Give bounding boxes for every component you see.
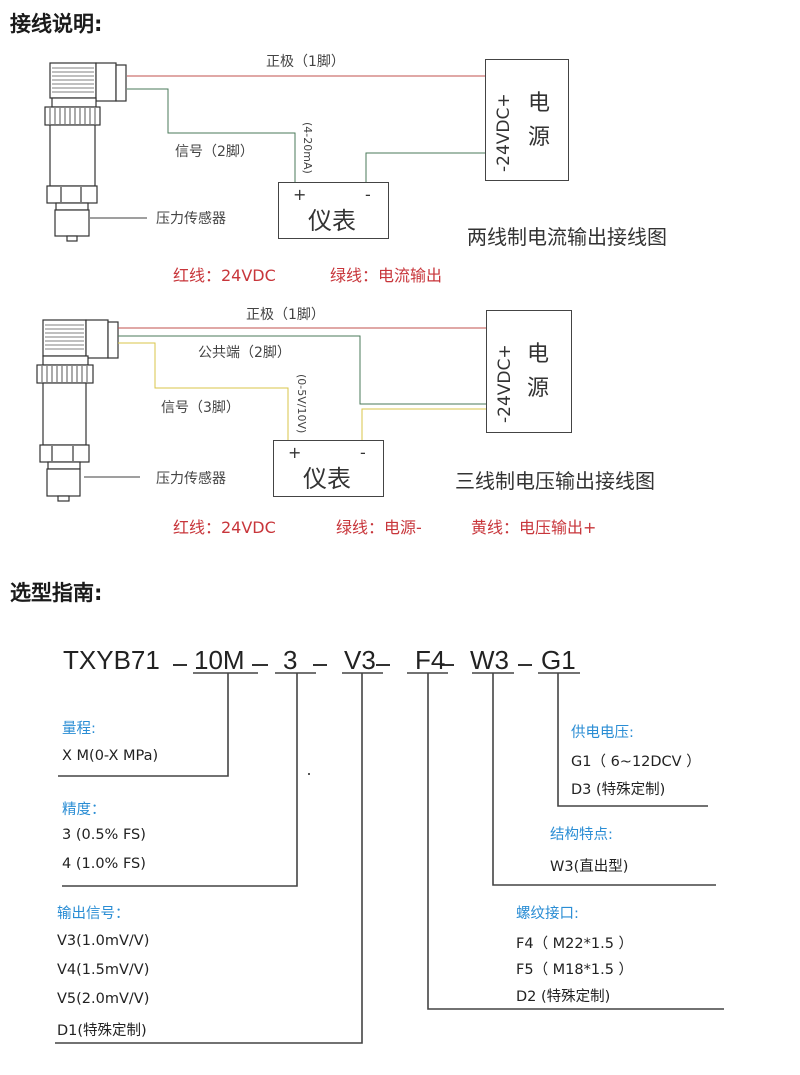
legend-red: 红线：24VDC <box>173 266 276 285</box>
leader-range <box>58 673 229 777</box>
supply-title: 供电电压: <box>571 725 634 741</box>
thread-option: F5（ M18*1.5 ） <box>516 962 634 978</box>
yellow-wire-return <box>361 408 487 440</box>
output-option: V3(1.0mV/V) <box>57 933 150 949</box>
segment-output: V3 <box>344 645 376 675</box>
power-label-1: 电 <box>528 91 551 116</box>
pressure-sensor-icon-2 <box>36 319 119 502</box>
supply-option: G1（ 6~12DCV ） <box>571 754 701 770</box>
pin2-label: 信号（2脚） <box>175 144 254 160</box>
green-wire-2 <box>118 335 487 405</box>
thread-title: 螺纹接口: <box>516 906 579 922</box>
power-label-2b: 源 <box>527 376 550 401</box>
segment-structure: W3 <box>470 645 509 675</box>
meter-box-2: + - 仪表 <box>273 440 384 497</box>
pin1-label-2: 正极（1脚） <box>246 307 325 323</box>
segment-range: 10M <box>194 645 245 675</box>
power-label-2a: 电 <box>527 342 550 367</box>
range-option: X M(0-X MPa) <box>62 748 159 764</box>
model-prefix: TXYB71 <box>63 645 160 675</box>
meter-minus: - <box>365 185 371 204</box>
structure-title: 结构特点: <box>550 827 613 843</box>
green-wire-signal <box>127 88 296 182</box>
range-title: 量程: <box>62 721 96 737</box>
pin2-label-2: 公共端（2脚） <box>198 345 291 361</box>
output-option: V4(1.5mV/V) <box>57 962 150 978</box>
leader-output <box>55 673 363 1044</box>
two-wire-caption: 两线制电流输出接线图 <box>467 225 667 249</box>
green-wire-return <box>365 152 487 182</box>
accuracy-option: 3 (0.5% FS) <box>62 827 146 843</box>
yellow-wire-signal <box>118 342 289 440</box>
meter-label: 仪表 <box>308 207 356 235</box>
legend-green-2: 绿线：电源- <box>336 518 422 537</box>
output-title: 输出信号： <box>57 906 130 922</box>
meter-box: + - 仪表 <box>278 182 389 239</box>
thread-option: D2 (特殊定制) <box>516 989 611 1005</box>
structure-option: W3(直出型) <box>550 859 629 875</box>
power-label-2: 源 <box>528 125 551 150</box>
output-option: D1(特殊定制) <box>57 1023 147 1039</box>
meter-plus-2: + <box>288 443 302 462</box>
leader-thread <box>427 673 724 1010</box>
three-wire-caption: 三线制电压输出接线图 <box>455 469 655 493</box>
supply-option: D3 (特殊定制) <box>571 782 666 798</box>
leader-accuracy <box>62 673 298 887</box>
accuracy-title: 精度： <box>62 802 106 818</box>
meter-plus: + <box>293 185 307 204</box>
segment-supply: G1 <box>541 645 576 675</box>
legend-red-2: 红线：24VDC <box>173 518 276 537</box>
thread-option: F4（ M22*1.5 ） <box>516 936 634 952</box>
power-supply-box: -24VDC+ 电 源 <box>485 59 569 181</box>
wiring-heading: 接线说明: <box>10 12 103 36</box>
sensor-label: 压力传感器 <box>156 211 226 227</box>
pressure-sensor-icon <box>44 62 127 242</box>
leader-supply <box>557 673 708 807</box>
legend-green: 绿线：电流输出 <box>330 266 443 285</box>
leader-structure <box>492 673 716 886</box>
selection-heading: 选型指南: <box>10 581 103 605</box>
segment-thread: F4 <box>415 645 446 675</box>
pin1-label: 正极（1脚） <box>266 54 345 70</box>
power-supply-box-2: -24VDC+ 电 源 <box>486 310 572 433</box>
accuracy-option: 4 (1.0% FS) <box>62 856 146 872</box>
meter-label-2: 仪表 <box>303 465 351 493</box>
sensor-label-2: 压力传感器 <box>156 471 226 487</box>
output-option: V5(2.0mV/V) <box>57 991 150 1007</box>
legend-yellow-2: 黄线：电压输出+ <box>471 518 597 537</box>
meter-minus-2: - <box>360 443 366 462</box>
wiring-diagrams <box>36 62 487 502</box>
pin3-label-2: 信号（3脚） <box>161 400 240 416</box>
segment-accuracy: 3 <box>283 645 298 675</box>
